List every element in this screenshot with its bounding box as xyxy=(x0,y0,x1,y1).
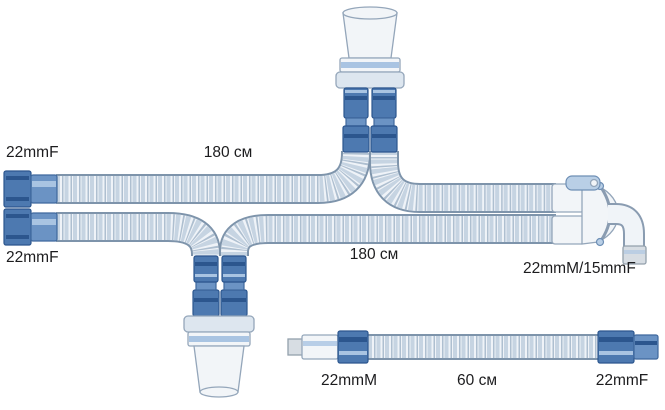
y-piece xyxy=(551,175,619,247)
water-trap-bottom xyxy=(183,255,255,398)
patient-elbow xyxy=(608,203,647,265)
machine-connector-limb2 xyxy=(3,208,58,246)
label-limb2-length: 180 см xyxy=(350,246,399,263)
label-patient-elbow: 22mmM/15mmF xyxy=(523,260,636,277)
expiratory-tube-limb xyxy=(56,227,556,256)
extension-male-connector xyxy=(337,330,369,364)
extension-tube xyxy=(287,330,659,364)
label-extension-length: 60 см xyxy=(457,372,497,389)
label-limb1-length: 180 см xyxy=(204,144,253,161)
inspiratory-tube-limb xyxy=(56,151,556,198)
label-extension-patient-end: 22mmF xyxy=(596,372,649,389)
label-limb2-machine-end: 22mmF xyxy=(6,249,59,266)
extension-female-connector xyxy=(597,330,659,364)
machine-connector-limb1 xyxy=(3,170,58,208)
label-extension-machine-end: 22mmM xyxy=(321,372,377,389)
label-limb1-machine-end: 22mmF xyxy=(6,144,59,161)
water-trap-top xyxy=(335,6,405,153)
